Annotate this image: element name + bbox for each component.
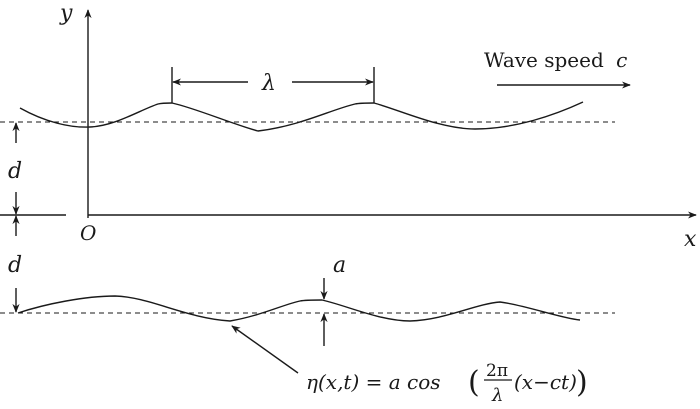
formula-close-paren: ): [576, 365, 588, 400]
x-axis-label: x: [684, 227, 697, 252]
origin-label: O: [80, 221, 96, 245]
lower-wave-surface: [17, 295, 581, 322]
formula-pointer-arrow: [231, 325, 299, 374]
wavelength-label: λ: [261, 71, 276, 96]
depth-lower-label: d: [8, 253, 22, 278]
formula-numerator: 2π: [486, 361, 508, 381]
upper-wave-surface: [19, 101, 584, 132]
wave-speed-text: Wave speed: [484, 48, 604, 72]
wave-speed-label: Wave speed c: [484, 48, 627, 72]
formula-open-paren: (: [468, 365, 480, 400]
formula-denominator: λ: [491, 385, 503, 406]
amplitude-label: a: [333, 253, 346, 278]
depth-upper-label: d: [8, 159, 22, 184]
wave-speed-symbol: c: [616, 48, 627, 72]
y-axis-label: y: [59, 1, 73, 26]
formula-argument: (x−ct): [514, 370, 577, 394]
formula-lhs: η(x,t) = a cos: [306, 370, 441, 394]
